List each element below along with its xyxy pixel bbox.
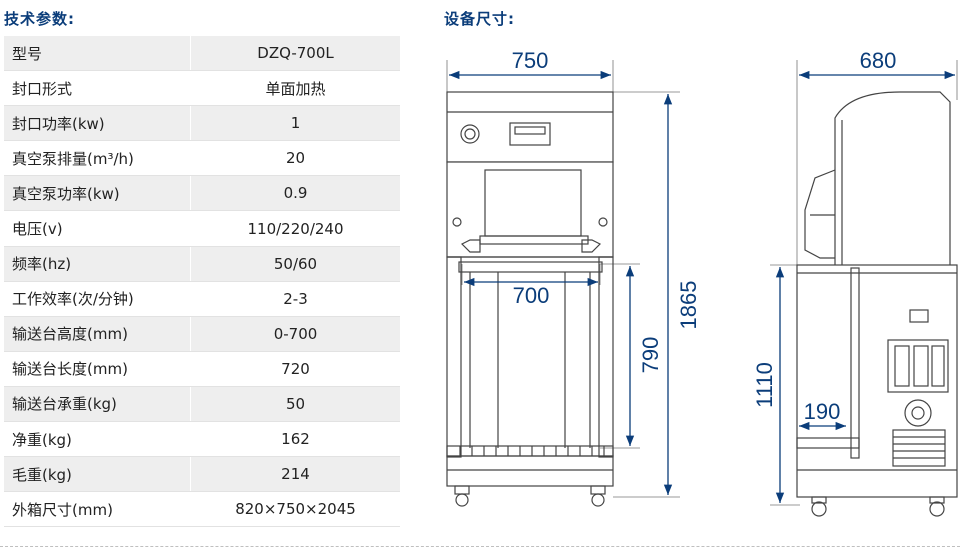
dimension-section-title: 设备尺寸: — [444, 10, 515, 28]
front-width-label: 750 — [512, 48, 549, 73]
spec-value: 720 — [190, 351, 400, 387]
table-row: 净重(kg)162 — [4, 421, 400, 458]
spec-value: 214 — [190, 456, 400, 493]
spec-section-title: 技术参数: — [4, 10, 75, 28]
table-row: 毛重(kg)214 — [4, 456, 400, 493]
table-row: 输送台长度(mm)720 — [4, 351, 400, 387]
table-row: 工作效率(次/分钟)2-3 — [4, 281, 400, 317]
spec-value: 单面加热 — [190, 70, 400, 107]
spec-value: 2-3 — [190, 281, 400, 317]
spec-key: 输送台承重(kg) — [4, 386, 191, 423]
spec-value: 50/60 — [190, 246, 400, 282]
spec-value: 110/220/240 — [190, 210, 400, 247]
front-table-height-label: 790 — [638, 337, 663, 374]
spec-key: 真空泵功率(kw) — [4, 175, 191, 212]
spec-key: 型号 — [4, 36, 191, 72]
spec-key: 频率(hz) — [4, 246, 191, 282]
table-row: 电压(v)110/220/240 — [4, 210, 400, 247]
side-body-height-label: 1110 — [752, 362, 777, 408]
table-row: 真空泵排量(m³/h)20 — [4, 140, 400, 177]
spec-value: 0-700 — [190, 316, 400, 352]
table-row: 外箱尺寸(mm)820×750×2045 — [4, 491, 400, 528]
spec-key: 毛重(kg) — [4, 456, 191, 493]
spec-value: 1 — [190, 105, 400, 142]
spec-key: 输送台长度(mm) — [4, 351, 191, 387]
front-total-height-label: 1865 — [676, 281, 701, 330]
table-row: 封口形式单面加热 — [4, 70, 400, 107]
spec-value: 162 — [190, 421, 400, 458]
spec-key: 输送台高度(mm) — [4, 316, 191, 352]
spec-key: 电压(v) — [4, 210, 191, 247]
front-view-drawing — [446, 60, 680, 507]
spec-value: 20 — [190, 140, 400, 177]
side-dimension-lines — [775, 70, 955, 503]
table-row: 输送台承重(kg)50 — [4, 386, 400, 423]
spec-key: 净重(kg) — [4, 421, 191, 458]
table-row: 封口功率(kw)1 — [4, 105, 400, 142]
front-dimension-lines — [449, 70, 673, 495]
spec-key: 真空泵排量(m³/h) — [4, 140, 191, 177]
spec-value: 0.9 — [190, 175, 400, 212]
spec-key: 封口功率(kw) — [4, 105, 191, 142]
spec-value: 820×750×2045 — [190, 491, 400, 528]
spec-key: 工作效率(次/分钟) — [4, 281, 191, 317]
front-table-width-label: 700 — [513, 283, 550, 308]
spec-key: 封口形式 — [4, 70, 191, 107]
bottom-divider — [0, 546, 960, 547]
side-depth-label: 680 — [860, 48, 897, 73]
side-offset-label: 190 — [804, 399, 841, 424]
side-view-drawing — [770, 60, 958, 517]
spec-key: 外箱尺寸(mm) — [4, 491, 191, 528]
table-row: 频率(hz)50/60 — [4, 246, 400, 282]
spec-value: 50 — [190, 386, 400, 423]
spec-value: DZQ-700L — [190, 36, 400, 72]
table-row: 输送台高度(mm)0-700 — [4, 316, 400, 352]
table-row: 真空泵功率(kw)0.9 — [4, 175, 400, 212]
